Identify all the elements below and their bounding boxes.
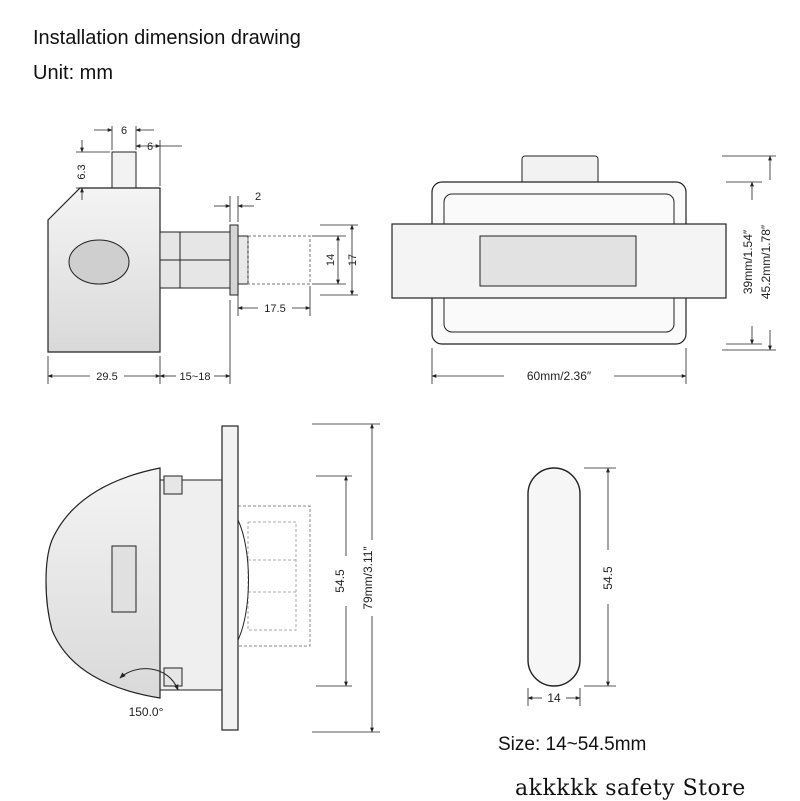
size-label: Size: 14~54.5mm [498, 734, 647, 755]
side-view [47, 126, 358, 384]
front-view [391, 155, 776, 384]
dim-cutout-height: 54.5 [601, 566, 615, 590]
dim-cutout-width: 14 [547, 691, 561, 705]
dim-height: 6.3 [76, 164, 88, 179]
side-oval-button [68, 239, 130, 285]
bottom-view-labels: 54.5 79mm/3.11″ 150.0° [129, 546, 375, 719]
bottom-housing [160, 479, 223, 691]
dim-bottom-inner: 54.5 [333, 569, 347, 593]
dim-plunger-outer: 17 [347, 254, 359, 266]
bottom-view [45, 423, 380, 733]
cutout-slot [527, 467, 581, 687]
side-plunger-tip [237, 235, 249, 285]
bottom-mount-plate [221, 425, 239, 731]
dim-gap: 2 [255, 191, 261, 203]
bottom-plunger-dashed [237, 505, 311, 647]
dim-bottom-total: 79mm/3.11″ [361, 546, 375, 610]
dim-front-height-inner: 39mm/1.54″ [741, 229, 755, 294]
store-watermark: akkkkk safety Store [515, 776, 746, 801]
dim-front-height-outer: 45.2mm/1.78″ [759, 224, 773, 299]
dim-plunger-d: 14 [325, 254, 337, 266]
bottom-curved-body [45, 467, 161, 699]
side-flange [229, 224, 239, 296]
rotation-angle: 150.0° [129, 705, 164, 719]
rotation-arc [119, 668, 179, 691]
dim-extend: 15~18 [180, 371, 211, 383]
cutout-view [527, 467, 616, 706]
side-knob [111, 151, 137, 189]
dim-top-b: 6 [147, 141, 153, 153]
dim-top-a: 6 [121, 125, 127, 137]
dim-front-width: 60mm/2.36″ [527, 369, 592, 383]
dim-plunger-len: 17.5 [264, 303, 285, 315]
front-view-labels: 60mm/2.36″ 39mm/1.54″ 45.2mm/1.78″ [527, 224, 773, 383]
side-plunger-extended [247, 235, 311, 285]
bottom-slot [111, 545, 137, 613]
unit-label: Unit: mm [33, 62, 113, 84]
drawing-title: Installation dimension drawing [33, 27, 301, 49]
cutout-view-labels: 54.5 14 [547, 566, 615, 705]
dim-body-len: 29.5 [96, 371, 117, 383]
side-view-labels: 6 6 6.3 2 14 17 17.5 29.5 15~18 [76, 125, 359, 383]
front-window [479, 235, 637, 287]
